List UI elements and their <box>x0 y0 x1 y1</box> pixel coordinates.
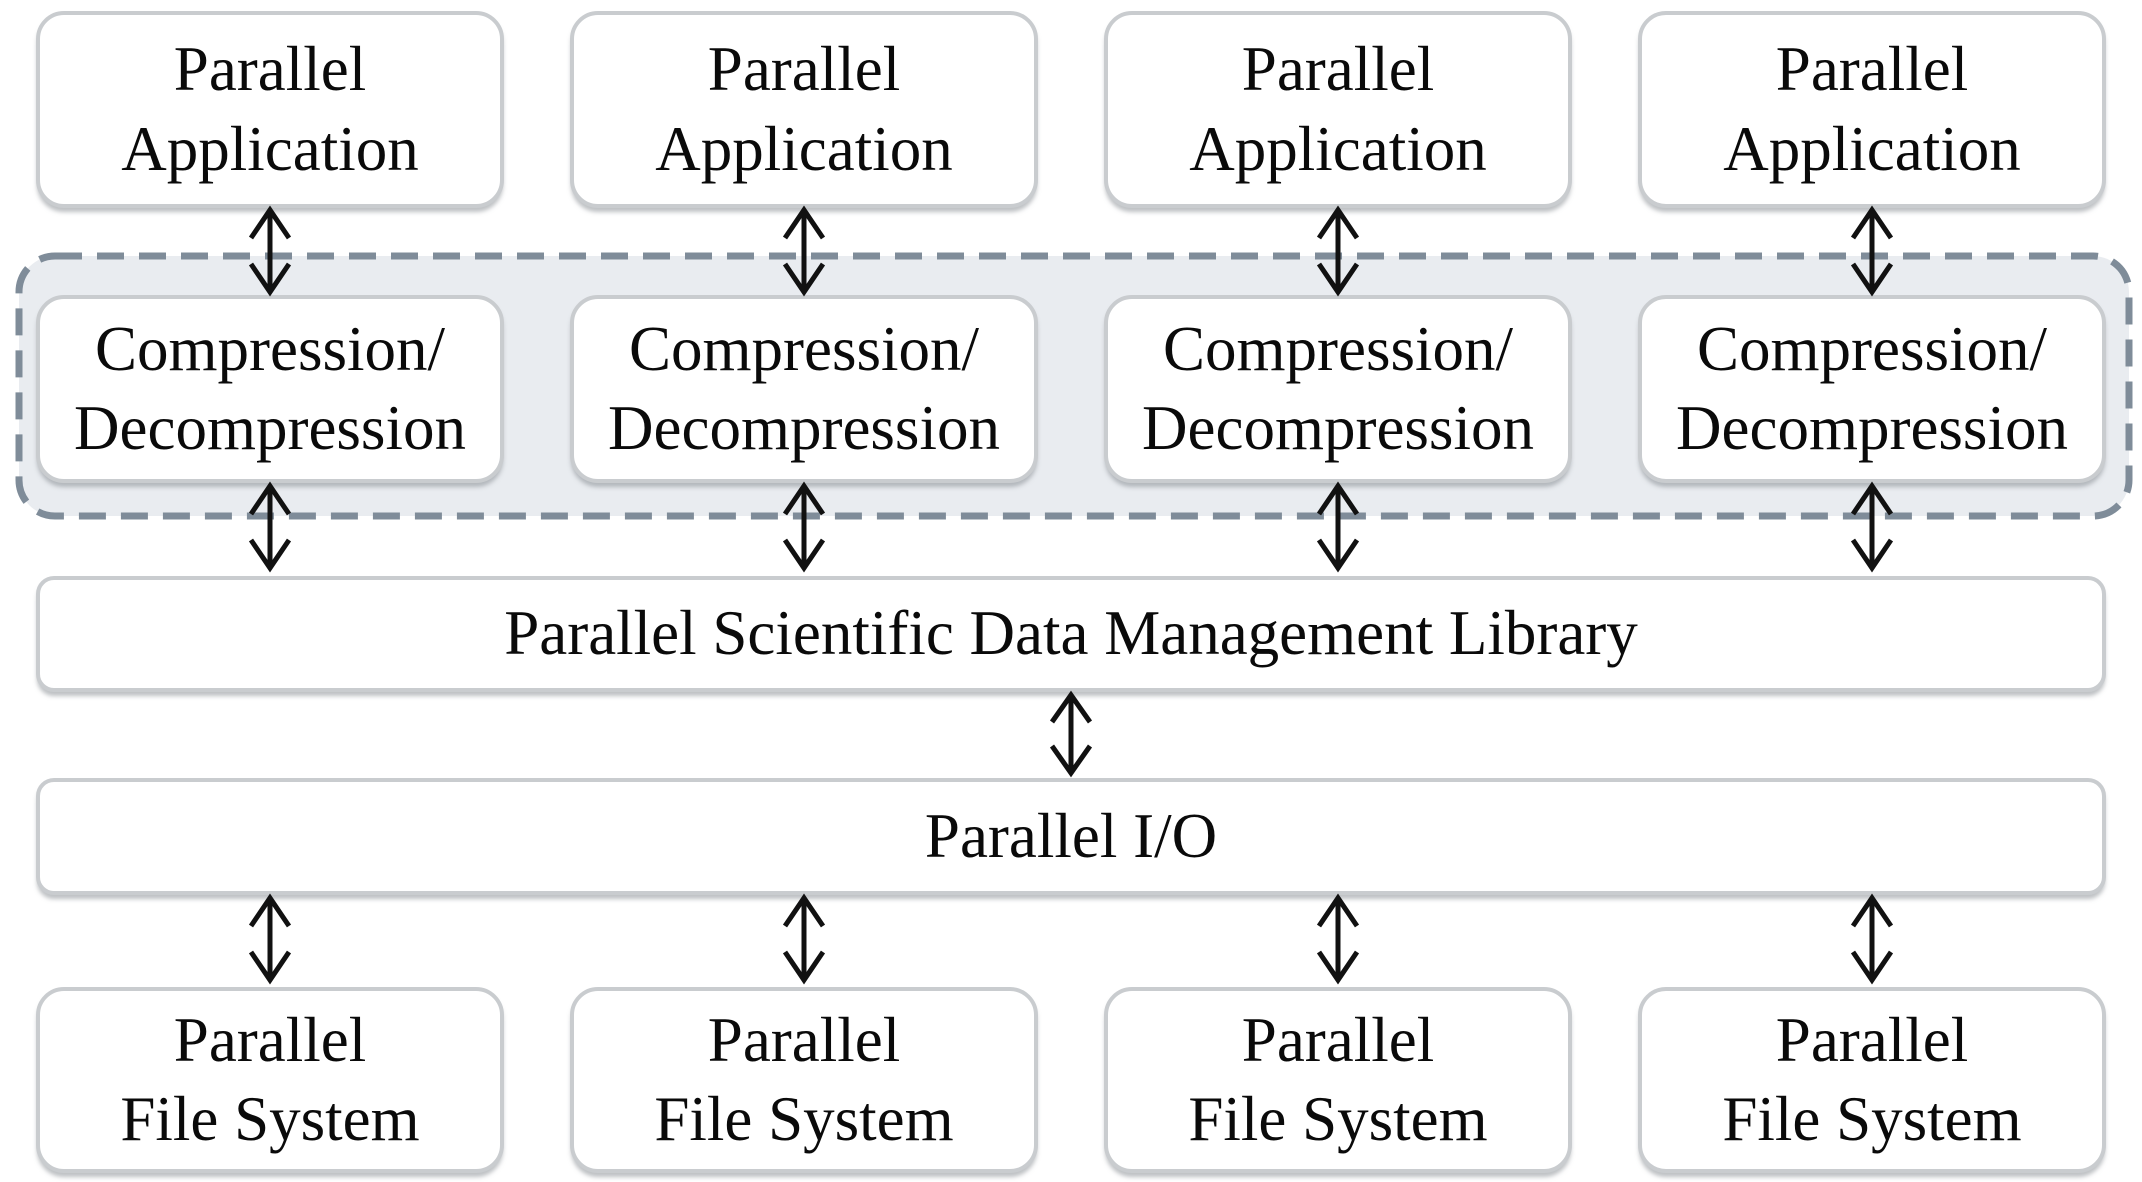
file-system-label-line2: File System <box>120 1084 420 1154</box>
compression-label-line1: Compression/ <box>94 313 445 384</box>
double-arrow-icon <box>782 205 826 297</box>
double-arrow-icon <box>1316 205 1360 297</box>
compression-box-3: Compression/ Decompression <box>1104 295 1572 483</box>
application-label-line2: Application <box>1723 113 2021 184</box>
application-box-1: Parallel Application <box>36 11 504 208</box>
file-system-label-line1: Parallel <box>1241 1004 1435 1075</box>
file-system-box-3: Parallel File System <box>1104 987 1572 1173</box>
file-system-label-line1: Parallel <box>707 1004 901 1075</box>
application-label-line1: Parallel <box>1775 34 1969 105</box>
compression-label-line2: Decompression <box>608 393 1000 463</box>
file-system-box-4: Parallel File System <box>1638 987 2106 1173</box>
double-arrow-icon <box>1850 481 1894 573</box>
file-system-box-1: Parallel File System <box>36 987 504 1173</box>
double-arrow-icon <box>1316 893 1360 985</box>
library-label: Parallel Scientific Data Management Libr… <box>504 598 1638 669</box>
double-arrow-icon <box>782 481 826 573</box>
double-arrow-icon <box>1049 690 1093 778</box>
library-box: Parallel Scientific Data Management Libr… <box>36 576 2106 692</box>
compression-box-1: Compression/ Decompression <box>36 295 504 483</box>
compression-label-line1: Compression/ <box>1696 313 2047 384</box>
double-arrow-icon <box>248 205 292 297</box>
file-system-label-line1: Parallel <box>173 1004 367 1075</box>
application-box-2: Parallel Application <box>570 11 1038 208</box>
double-arrow-icon <box>1316 481 1360 573</box>
file-system-label-line2: File System <box>1722 1084 2022 1154</box>
compression-label-line2: Decompression <box>1142 393 1534 463</box>
file-system-label-line2: File System <box>654 1084 954 1154</box>
double-arrow-icon <box>248 893 292 985</box>
compression-label-line1: Compression/ <box>628 313 979 384</box>
double-arrow-icon <box>782 893 826 985</box>
parallel-io-box: Parallel I/O <box>36 778 2106 895</box>
compression-label-line2: Decompression <box>1676 393 2068 463</box>
application-label-line2: Application <box>1189 113 1487 184</box>
double-arrow-icon <box>1850 205 1894 297</box>
compression-box-4: Compression/ Decompression <box>1638 295 2106 483</box>
compression-label-line1: Compression/ <box>1162 313 1513 384</box>
application-label-line1: Parallel <box>1241 34 1435 105</box>
application-label-line1: Parallel <box>173 34 367 105</box>
double-arrow-icon <box>1850 893 1894 985</box>
parallel-io-label: Parallel I/O <box>924 800 1218 871</box>
application-box-3: Parallel Application <box>1104 11 1572 208</box>
compression-label-line2: Decompression <box>74 393 466 463</box>
application-label-line2: Application <box>121 113 419 184</box>
file-system-box-2: Parallel File System <box>570 987 1038 1173</box>
application-label-line2: Application <box>655 113 953 184</box>
double-arrow-icon <box>248 481 292 573</box>
application-label-line1: Parallel <box>707 34 901 105</box>
compression-box-2: Compression/ Decompression <box>570 295 1038 483</box>
compression-layer-container <box>15 252 2133 520</box>
compression-layer-outline <box>15 252 2133 520</box>
file-system-label-line2: File System <box>1188 1084 1488 1154</box>
application-box-4: Parallel Application <box>1638 11 2106 208</box>
file-system-label-line1: Parallel <box>1775 1004 1969 1075</box>
